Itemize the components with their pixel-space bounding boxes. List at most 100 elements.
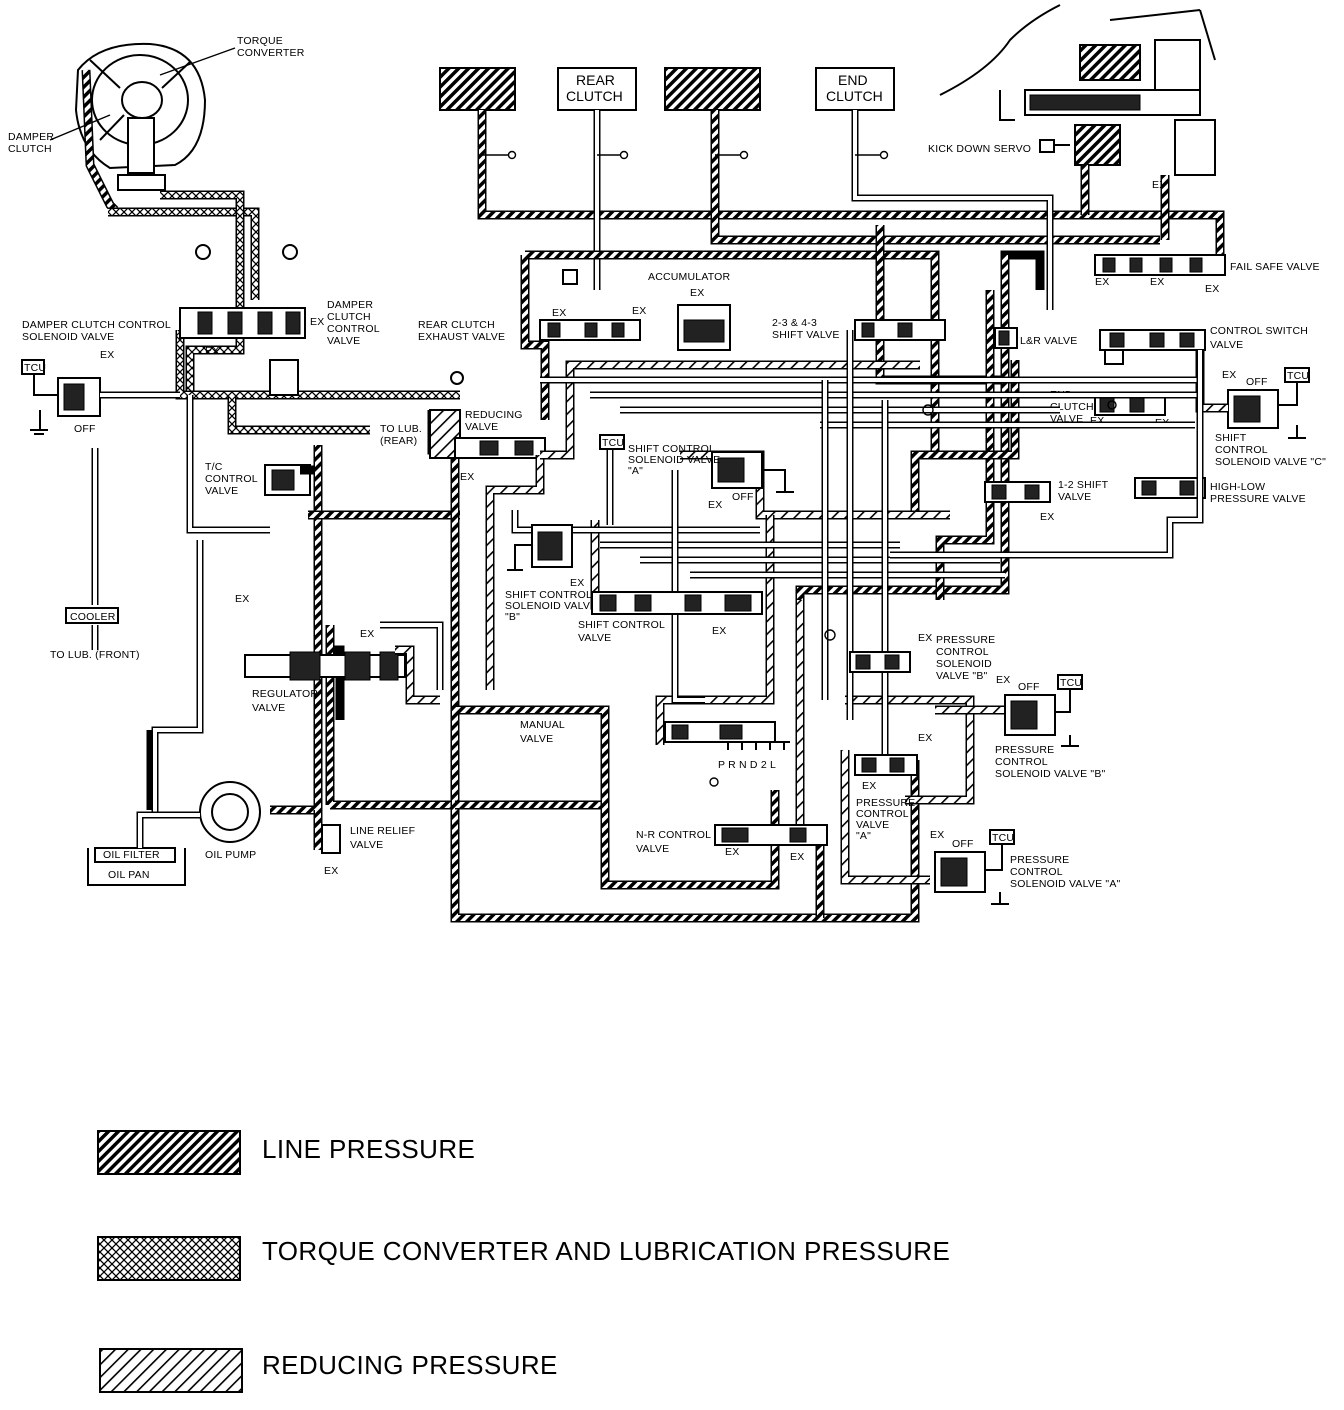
pressure-control-valve-b: EX PRESSURE CONTROL SOLENOID VALVE "B" <box>849 632 995 682</box>
rear-clutch-exhaust-valve: REAR CLUTCH EXHAUST VALVE EX EX <box>418 269 646 343</box>
oil-pan-label: OIL PAN <box>108 869 150 881</box>
nrcv-line2: VALVE <box>636 843 669 855</box>
pcsb-low-line1: PRESSURE <box>995 744 1054 756</box>
label-damper-clutch: DAMPER CLUTCH <box>8 114 111 155</box>
damper-clutch-solenoid: TCU EX OFF <box>21 349 180 435</box>
pressure-control-valve-a: EX EX PRESSURE CONTROL VALVE "A" <box>854 732 932 842</box>
damper-clutch-control-valve <box>179 307 306 396</box>
end-clutch-valve: END CLUTCH VALVE EX EX <box>1050 349 1169 429</box>
manual-line2: VALVE <box>520 733 553 745</box>
scsb-line1: SHIFT CONTROL <box>505 589 592 601</box>
shift-control-solenoid-b: EX SHIFT CONTROL SOLENOID VALVE "B" <box>505 524 597 623</box>
oil-pump: OIL PUMP <box>199 781 261 861</box>
sscc-line3: SOLENOID VALVE "C" <box>1215 456 1326 468</box>
shift-control-valve: SHIFT CONTROL VALVE EX <box>578 591 763 644</box>
tcu-label: TCU <box>602 437 624 449</box>
dccv-line1: DAMPER <box>327 299 373 311</box>
dccv-line3: CONTROL <box>327 323 380 335</box>
kick-down-servo-label: KICK DOWN SERVO <box>928 143 1031 155</box>
end-clutch-line2: CLUTCH <box>826 88 883 104</box>
torque-converter-line1: TORQUE <box>237 35 283 47</box>
reducing-line1: REDUCING <box>465 409 523 421</box>
off-label: OFF <box>1246 376 1268 388</box>
pcsb-up-line4: VALVE "B" <box>936 670 988 682</box>
lr-valve-label: L&R VALVE <box>1020 335 1077 347</box>
clutch-boxes: REAR CLUTCH END CLUTCH <box>439 67 895 111</box>
ex-label: EX <box>310 316 324 328</box>
legend: LINE PRESSURE TORQUE CONVERTER AND LUBRI… <box>97 1130 950 1393</box>
tccv-line2: CONTROL <box>205 473 258 485</box>
tccv-line1: T/C <box>205 461 223 473</box>
ex-label: EX <box>235 593 249 605</box>
clutch-box-1 <box>439 67 516 111</box>
pcva-line2: CONTROL <box>856 808 909 820</box>
pcsb-up-line3: SOLENOID <box>936 658 992 670</box>
pcva-line4: "A" <box>856 830 871 842</box>
ex-label: EX <box>1040 511 1054 523</box>
pressure-control-solenoid-b: TCU EX OFF PRESSURE CONTROL SOLENOID VAL… <box>995 674 1105 780</box>
scv-line1: SHIFT CONTROL <box>578 619 665 631</box>
accumulator: ACCUMULATOR EX <box>648 271 731 351</box>
legend-label-tc-lub-pressure: TORQUE CONVERTER AND LUBRICATION PRESSUR… <box>262 1236 950 1266</box>
nr-control-valve: N-R CONTROL VALVE EX EX <box>636 824 828 863</box>
sv12-line2: VALVE <box>1058 491 1091 503</box>
line-relief-line2: VALVE <box>350 839 383 851</box>
label-damper-clutch-control-solenoid: DAMPER CLUTCH CONTROL SOLENOID VALVE <box>22 319 171 343</box>
to-lub-rear: TO LUB. (REAR) <box>330 423 422 447</box>
cooler-label: COOLER <box>70 611 116 623</box>
gear-positions: P R N D 2 L <box>718 759 776 771</box>
dccs-line1: DAMPER CLUTCH CONTROL <box>22 319 171 331</box>
end-clutch-box <box>815 67 895 111</box>
tc-control-valve: T/C CONTROL VALVE <box>205 461 311 497</box>
ex-label: EX <box>725 846 739 858</box>
legend-label-line-pressure: LINE PRESSURE <box>262 1134 475 1164</box>
rear-clutch-line1: REAR <box>576 72 615 88</box>
signal-lines <box>511 330 1204 760</box>
fail-safe-label: FAIL SAFE VALVE <box>1230 261 1320 273</box>
sscc-line2: CONTROL <box>1215 444 1268 456</box>
oil-pump-label: OIL PUMP <box>205 849 256 861</box>
shift-control-solenoid-c: TCU EX OFF SHIFT CONTROL SOLENOID VALVE … <box>1195 350 1326 468</box>
ex-label: EX <box>1150 276 1164 288</box>
ex-label: EX <box>460 471 474 483</box>
dccs-line2: SOLENOID VALVE <box>22 331 114 343</box>
tcu-label: TCU <box>1287 370 1309 382</box>
pcsb-up-line1: PRESSURE <box>936 634 995 646</box>
check-ball-icon <box>824 400 1117 641</box>
oil-filter-label: OIL FILTER <box>103 849 160 861</box>
scv-line2: VALVE <box>578 632 611 644</box>
tccv-line3: VALVE <box>205 485 238 497</box>
tcu-label: TCU <box>992 832 1014 844</box>
scsa-line3: "A" <box>628 465 643 477</box>
ex-label: EX <box>100 349 114 361</box>
sv23-line2: SHIFT VALVE <box>772 329 840 341</box>
pressure-control-solenoid-a: TCU EX OFF PRESSURE CONTROL SOLENOID VAL… <box>930 829 1120 905</box>
scsb-line3: "B" <box>505 611 520 623</box>
legend-label-reducing-pressure: REDUCING PRESSURE <box>262 1350 558 1380</box>
ex-label: EX <box>690 287 704 299</box>
ex-label: EX <box>324 865 338 877</box>
sscc-line1: SHIFT <box>1215 432 1247 444</box>
ex-label: EX <box>708 499 722 511</box>
upper-network <box>520 225 1045 640</box>
ex-label: EX <box>712 625 726 637</box>
ex-label: EX <box>996 674 1010 686</box>
ecv-line2: CLUTCH <box>1050 401 1094 413</box>
cooler: COOLER TO LUB. (FRONT) <box>50 607 140 661</box>
pcva-line3: VALVE <box>856 819 889 831</box>
sv12-line1: 1-2 SHIFT <box>1058 479 1109 491</box>
accumulator-label: ACCUMULATOR <box>648 271 731 283</box>
ex-label: EX <box>1095 276 1109 288</box>
ex-label: EX <box>918 632 932 644</box>
ex-label: EX <box>1222 369 1236 381</box>
manual-line1: MANUAL <box>520 719 565 731</box>
hlpv-line1: HIGH-LOW <box>1210 481 1265 493</box>
ex-label: EX <box>632 305 646 317</box>
off-label: OFF <box>1018 681 1040 693</box>
ex-label: EX <box>570 577 584 589</box>
ex-label: EX <box>930 829 944 841</box>
left-plain-lines <box>91 395 270 815</box>
gauge-icon <box>195 244 464 385</box>
nrcv-line1: N-R CONTROL <box>636 829 711 841</box>
